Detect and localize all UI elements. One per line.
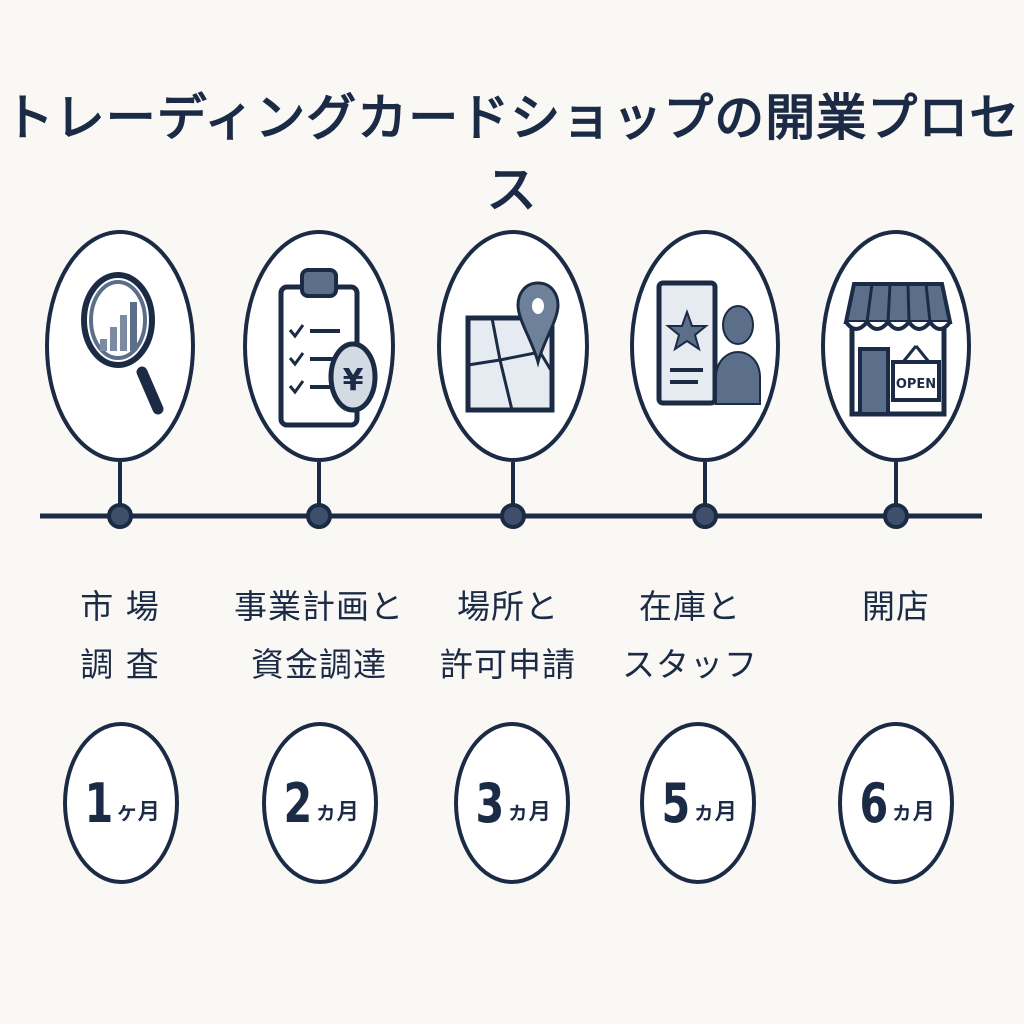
step-4-node	[630, 230, 780, 529]
step-5-node: OPEN	[821, 230, 971, 529]
timeline-dot	[883, 503, 909, 529]
clipboard-yen-icon: ¥	[278, 268, 378, 428]
open-sign-text: OPEN	[896, 377, 936, 392]
step-3-duration-badge: 3 ヵ月	[454, 722, 570, 884]
magnifier-chart-icon	[81, 272, 164, 415]
timeline-dot	[500, 503, 526, 529]
step-1-node	[45, 230, 195, 529]
step-4-label: 在庫と スタッフ	[622, 587, 758, 684]
timeline-dot	[692, 503, 718, 529]
duration-number: 6	[859, 771, 889, 835]
step-5-duration-badge: 6 ヵ月	[838, 722, 954, 884]
step-3-label: 場所と 許可申請	[440, 587, 576, 684]
svg-text:¥: ¥	[343, 363, 364, 398]
duration-unit: ヵ月	[314, 800, 359, 825]
timeline-dot	[306, 503, 332, 529]
step-1-duration-badge: 1 ヶ月	[63, 722, 179, 884]
storefront-open-icon: OPEN	[843, 282, 953, 417]
step-5-label: 開店	[862, 587, 930, 626]
duration-number: 1	[84, 771, 114, 835]
duration-number: 3	[475, 771, 505, 835]
page-title: トレーディングカードショップの開業プロセス	[3, 89, 1021, 219]
duration-number: 2	[283, 771, 313, 835]
step-2-node: ¥	[243, 230, 395, 529]
duration-unit: ヵ月	[890, 800, 935, 825]
step-4-duration-badge: 5 ヵ月	[640, 722, 756, 884]
map-pin-icon	[465, 281, 560, 413]
duration-unit: ヵ月	[506, 800, 551, 825]
duration-unit: ヵ月	[692, 800, 737, 825]
timeline-dot	[107, 503, 133, 529]
card-person-icon	[656, 280, 761, 406]
step-1-label: 市 場 調 査	[80, 587, 160, 684]
step-3-node	[437, 230, 589, 529]
duration-number: 5	[661, 771, 691, 835]
step-2-label: 事業計画と 資金調達	[234, 587, 404, 684]
duration-unit: ヶ月	[115, 800, 160, 825]
step-2-duration-badge: 2 ヵ月	[262, 722, 378, 884]
